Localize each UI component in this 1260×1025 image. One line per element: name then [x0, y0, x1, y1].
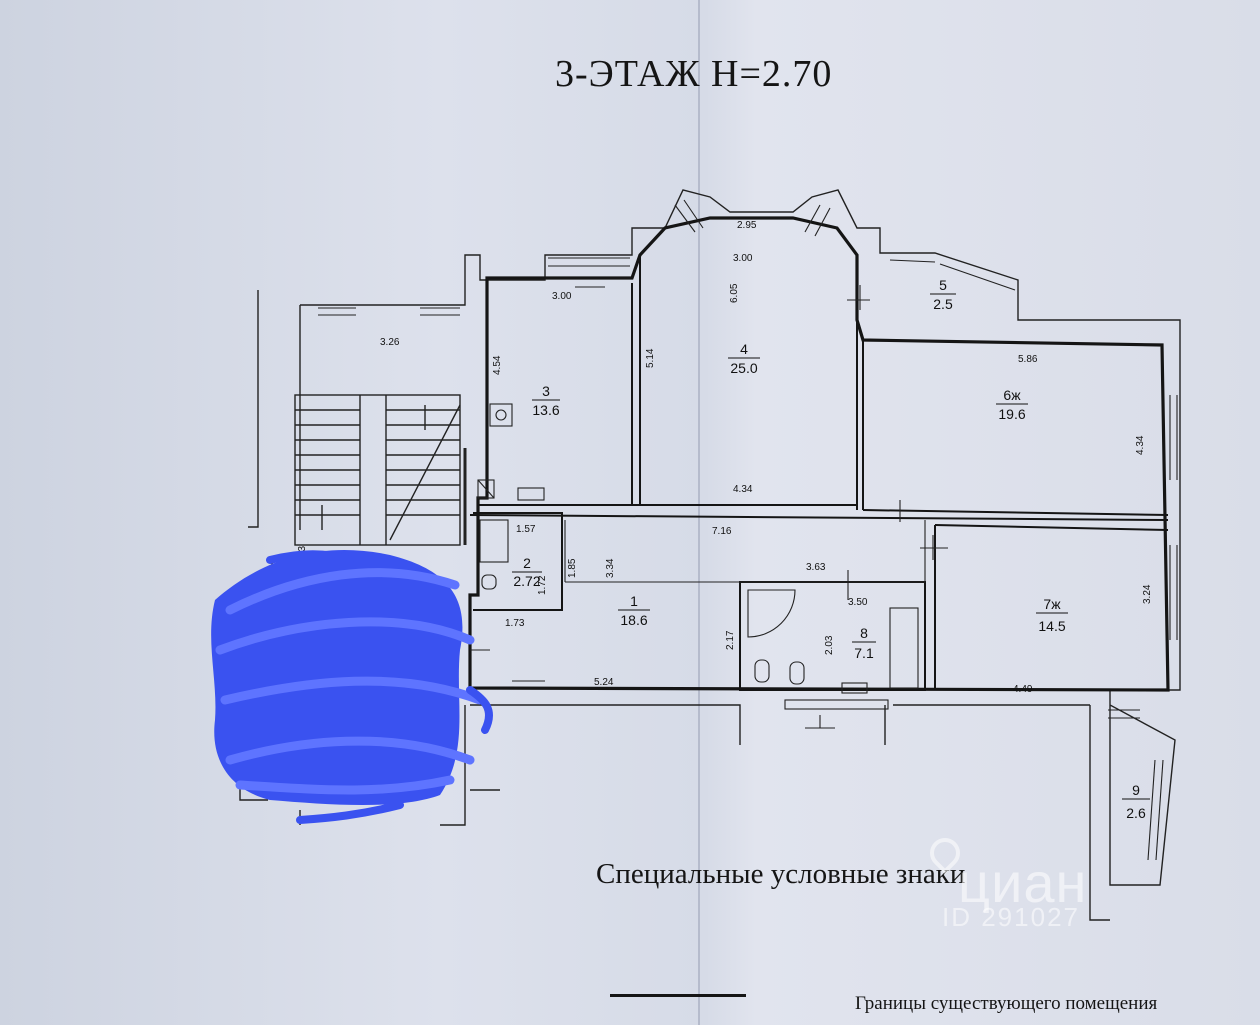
dim-label: 4.54: [492, 355, 503, 375]
outer-wall: [1089, 705, 1110, 921]
dim-label: 3.63: [806, 562, 826, 573]
watermark-brand: циан: [958, 851, 1088, 914]
dim-label: 3.50: [848, 597, 868, 608]
svg-text:4: 4: [740, 341, 748, 357]
outer-wall: [440, 705, 466, 826]
svg-text:8: 8: [860, 625, 868, 641]
redaction-scribble: [211, 550, 493, 824]
dim-label: 6.05: [729, 283, 740, 303]
svg-text:5: 5: [939, 277, 947, 293]
svg-text:6ж: 6ж: [1003, 387, 1021, 403]
dim-label: 3.00: [733, 253, 753, 264]
room-6-label: 6ж 19.6: [996, 387, 1028, 422]
dim-label: 1.57: [516, 524, 536, 535]
dim-label: 3.24: [1142, 584, 1153, 604]
svg-text:9: 9: [1132, 782, 1140, 798]
stair-steps: [295, 409, 460, 516]
svg-text:3: 3: [542, 383, 550, 399]
room-9-label: 9 2.6: [1122, 782, 1150, 821]
outer-wall: [248, 290, 259, 528]
dim-label: 5.14: [645, 348, 656, 368]
dim-label: 2.95: [737, 220, 757, 231]
dim-label: 3.34: [605, 558, 616, 578]
outer-wall: [470, 704, 741, 745]
watermark-id: ID 291027: [942, 902, 1080, 932]
dim-label: 2.17: [725, 630, 736, 650]
balcony-rail: [784, 699, 889, 710]
room-8-label: 8 7.1: [852, 625, 876, 661]
stove: [489, 403, 513, 427]
room-4-label: 4 25.0: [728, 341, 760, 376]
svg-text:13.6: 13.6: [532, 402, 559, 418]
dim-label: 3.26: [380, 337, 400, 348]
dim-label: 7.16: [712, 526, 732, 537]
legend-title: Специальные условные знаки: [596, 858, 966, 890]
toilet: [789, 661, 805, 685]
svg-text:2: 2: [523, 555, 531, 571]
dim-label: 5.24: [594, 677, 614, 688]
cabinet: [479, 519, 509, 563]
dim-label: 5.86: [1018, 354, 1038, 365]
svg-text:7ж: 7ж: [1043, 596, 1061, 612]
apartment-boundary: [468, 216, 1170, 692]
svg-text:2.6: 2.6: [1126, 805, 1146, 821]
sink: [517, 487, 545, 501]
svg-text:19.6: 19.6: [998, 406, 1025, 422]
svg-text:7.1: 7.1: [854, 645, 874, 661]
dim-label: 4.34: [1135, 435, 1146, 455]
floor-title: 3-ЭТАЖ Н=2.70: [555, 53, 833, 95]
svg-text:25.0: 25.0: [730, 360, 757, 376]
shower-tray: [747, 589, 796, 638]
toilet: [754, 659, 770, 683]
room-7-label: 7ж 14.5: [1036, 596, 1068, 634]
dim-label: 1.72: [537, 575, 548, 595]
room-3-label: 3 13.6: [532, 383, 560, 418]
room-5-label: 5 2.5: [930, 277, 956, 312]
dim-label: 1.85: [567, 558, 578, 578]
svg-text:18.6: 18.6: [620, 612, 647, 628]
svg-text:1: 1: [630, 593, 638, 609]
dim-label: 4.34: [733, 484, 753, 495]
sink: [841, 682, 868, 694]
dim-label: 4.49: [1013, 684, 1033, 695]
svg-text:2.72: 2.72: [513, 573, 540, 589]
legend-boundary-label: Границы существующего помещения: [855, 993, 1158, 1014]
stair-wall: [300, 189, 1181, 886]
room-2-label: 2 2.72: [512, 555, 542, 589]
dim-label: 3.00: [552, 291, 572, 302]
dim-label: 2.03: [824, 635, 835, 655]
legend-boundary-line: [610, 994, 746, 997]
svg-text:14.5: 14.5: [1038, 618, 1065, 634]
dim-label: 1.73: [505, 618, 525, 629]
toilet-small: [481, 574, 497, 590]
paper-fold-line: [698, 0, 700, 1025]
room-1-label: 1 18.6: [618, 593, 650, 628]
bathtub: [889, 607, 919, 689]
svg-text:2.5: 2.5: [933, 296, 953, 312]
